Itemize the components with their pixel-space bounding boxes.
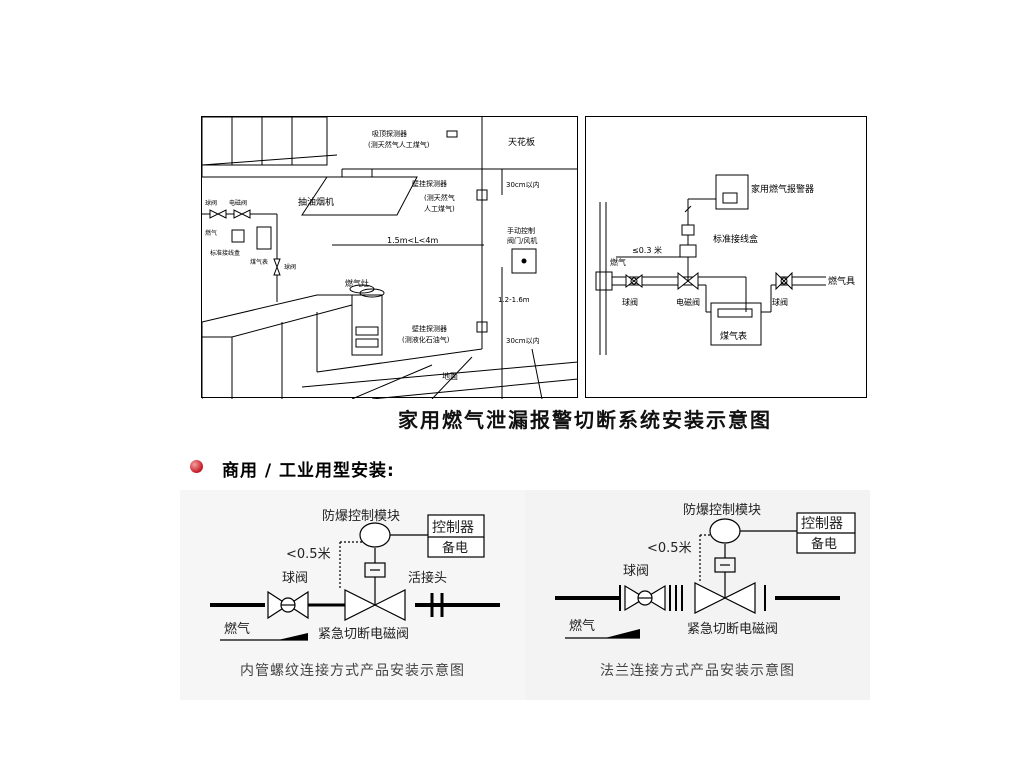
schematic-drawing: 家用燃气报警器 标准接线盒 ≤0.3 米 燃气 球阀 电磁阀 球阀 燃气具 煤气…	[595, 174, 855, 355]
solenoid-valve-icon	[677, 271, 689, 291]
wall-detector-upper-icon	[476, 189, 488, 201]
junction-box-left-label: 标准接线盒	[210, 249, 240, 257]
flange-connection-diagram: 防爆控制模块 控制器 备电 <0.5米 球阀 燃气 紧急切断电磁阀 法兰连接方式…	[525, 490, 870, 700]
wall-detector-lower-note: (测液化石油气)	[402, 335, 450, 344]
junction-box-label: 标准接线盒	[713, 233, 758, 245]
module-label: 防爆控制模块	[322, 508, 400, 524]
ceiling-detector-icon	[446, 130, 458, 138]
within-30cm-top: 30cm以内	[506, 180, 540, 189]
commercial-heading: 商用 / 工业用型安装:	[222, 461, 395, 481]
gas-label: 燃气	[610, 257, 626, 267]
ceiling-label: 天花板	[508, 136, 535, 148]
range-hood-label: 抽油烟机	[298, 196, 334, 208]
manual-control-box	[511, 248, 537, 274]
wall-detector-lower-label: 壁挂探测器	[412, 324, 447, 333]
threaded-connection-diagram: 防爆控制模块 控制器 备电 <0.5米 球阀 活接头 燃气 紧急切断电磁阀 内管…	[180, 490, 525, 700]
solenoid-valve-icon	[694, 582, 727, 614]
within-30cm-bottom: 30cm以内	[506, 336, 540, 345]
threaded-caption: 内管螺纹连接方式产品安装示意图	[240, 663, 465, 679]
floor-label: 地面	[442, 371, 458, 381]
flow-arrow	[278, 633, 308, 640]
controller-label: 控制器	[801, 516, 843, 532]
kitchen-drawing: 吸顶探测器 (测天然气人工煤气) 天花板 壁挂探测器 (测天然气 人工煤气) 3…	[201, 116, 579, 400]
junction-box-icon	[679, 244, 697, 258]
distance-label: <0.5米	[647, 541, 692, 556]
ceiling-detector-note: (测天然气人工煤气)	[368, 140, 430, 149]
wall-detector-lower-icon	[476, 321, 488, 333]
flow-arrow	[605, 629, 640, 638]
range-hood-shape	[301, 176, 418, 216]
backup-power-label: 备电	[811, 536, 837, 552]
ball-valve-1-icon	[625, 274, 635, 288]
alarm-label: 家用燃气报警器	[751, 183, 814, 195]
gas-left-label: 燃气	[205, 229, 217, 237]
gas-label: 燃气	[569, 618, 595, 634]
wall-detector-upper-note-2: 人工煤气)	[424, 204, 455, 213]
flange-caption: 法兰连接方式产品安装示意图	[600, 663, 795, 679]
height-range-label: 1.2-1.6m	[498, 296, 530, 304]
junction-box-left-icon	[231, 229, 245, 243]
alarm-icon	[715, 174, 749, 210]
ball-valve-icon	[267, 590, 290, 620]
union-label: 活接头	[408, 570, 447, 586]
manual-control-label-2: 阀门/风机	[507, 236, 537, 245]
stove-label: 燃气灶	[345, 278, 369, 288]
gas-label: 燃气	[224, 621, 250, 637]
gas-meter-left-label: 煤气表	[250, 258, 268, 266]
ball-valve-1-label: 球阀	[622, 297, 638, 307]
solenoid-valve-label: 电磁阀	[676, 297, 700, 307]
bullet-icon	[190, 460, 203, 473]
module-label: 防爆控制模块	[683, 502, 761, 518]
ceiling-detector-label: 吸顶探测器	[372, 129, 407, 138]
gas-meter-label: 煤气表	[720, 330, 747, 342]
upper-cabinets	[201, 116, 328, 166]
ball-valve-icon	[624, 584, 647, 612]
flange-drawing: 防爆控制模块 控制器 备电 <0.5米 球阀 燃气 紧急切断电磁阀	[555, 502, 856, 639]
ceiling-edge-line	[201, 154, 338, 166]
solenoid-valve-icon	[344, 589, 377, 621]
gas-meter-icon	[710, 302, 762, 346]
ball-valve-left2-icon	[273, 258, 281, 269]
ball-valve-label: 球阀	[282, 571, 308, 586]
distance-label: <0.5米	[286, 547, 331, 562]
threaded-drawing: 防爆控制模块 控制器 备电 <0.5米 球阀 活接头 燃气 紧急切断电磁阀	[210, 508, 500, 642]
solenoid-valve-left-label: 电磁阀	[229, 199, 247, 207]
household-schematic-diagram: 家用燃气报警器 标准接线盒 ≤0.3 米 燃气 球阀 电磁阀 球阀 燃气具 煤气…	[585, 116, 867, 398]
distance-label: 1.5m<L<4m	[387, 236, 438, 245]
gas-meter-left-icon	[256, 226, 272, 250]
valve-label: 紧急切断电磁阀	[318, 627, 409, 642]
manual-control-label-1: 手动控制	[507, 226, 535, 235]
ball-valve-2-icon	[775, 271, 785, 291]
controller-label: 控制器	[432, 520, 474, 536]
ball-valve-left-label: 球阀	[205, 199, 217, 207]
main-title: 家用燃气泄漏报警切断系统安装示意图	[398, 408, 772, 432]
kitchen-installation-diagram: 吸顶探测器 (测天然气人工煤气) 天花板 壁挂探测器 (测天然气 人工煤气) 3…	[201, 116, 579, 400]
backup-power-label: 备电	[442, 540, 468, 556]
valve-label: 紧急切断电磁阀	[687, 622, 778, 637]
wall-detector-upper-label: 壁挂探测器	[412, 179, 447, 188]
gas-appliance-label: 燃气具	[828, 275, 855, 287]
explosion-proof-module-icon	[709, 518, 741, 544]
wall-detector-upper-note-1: (测天然气	[424, 193, 455, 202]
stove-oven	[351, 294, 383, 356]
ball-valve-label: 球阀	[623, 564, 649, 579]
ball-valve-2-label: 球阀	[772, 297, 788, 307]
distance-label: ≤0.3 米	[632, 245, 662, 255]
ball-valve-left2-label: 球阀	[284, 263, 296, 271]
controller-box	[427, 514, 485, 558]
explosion-proof-module-icon	[359, 522, 391, 548]
